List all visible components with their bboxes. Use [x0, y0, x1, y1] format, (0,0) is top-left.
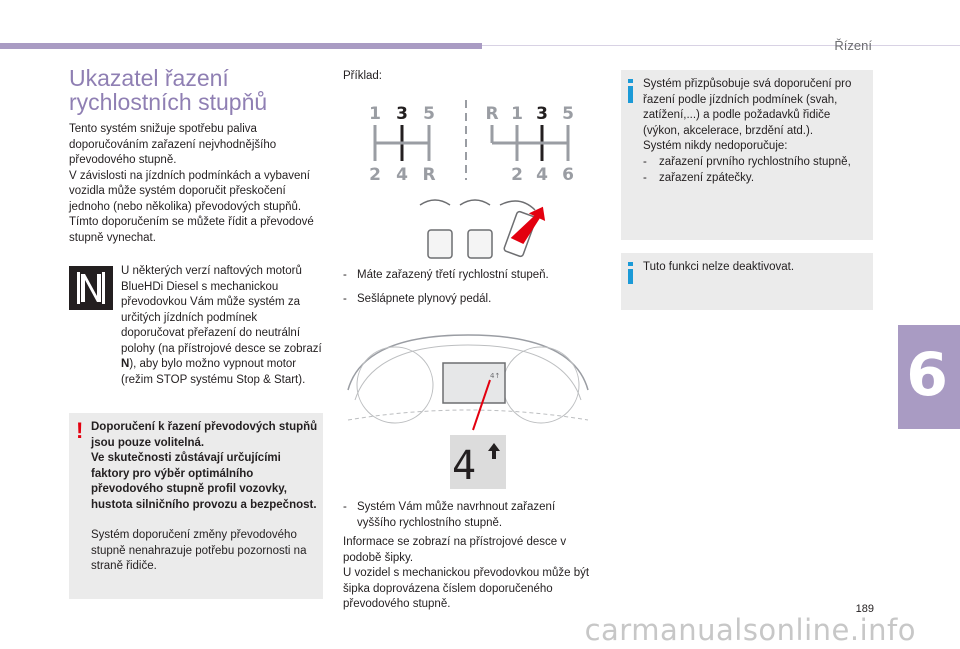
- gear-label: 5: [562, 104, 574, 124]
- page-number: 189: [855, 603, 874, 615]
- press-arrow-icon: [510, 206, 546, 244]
- upshift-arrow-icon: [488, 443, 500, 459]
- info-box-adaptive-list: zařazení prvního rychlostního stupně, za…: [643, 155, 869, 186]
- pedals: [419, 199, 537, 259]
- step-2: -Sešlápnete plynový pedál.: [343, 292, 491, 308]
- warning-text: Systém doporučení změny převodového stup…: [91, 529, 307, 572]
- info-box-deactivate: [621, 253, 873, 310]
- display-info-text: Informace se zobrazí na přístrojové desc…: [343, 536, 590, 610]
- neutral-n-icon: [69, 266, 113, 310]
- chapter-number: 6: [906, 340, 948, 410]
- gear-label: 6: [562, 165, 574, 185]
- gear-label: R: [422, 165, 435, 185]
- step-1: -Máte zařazený třetí rychlostní stupeň.: [343, 268, 549, 284]
- info-box-adaptive-text: Systém přizpůsobuje svá doporučení pro ř…: [643, 78, 852, 152]
- pointer-line: [472, 379, 491, 431]
- recommended-gear-digit: 4: [452, 443, 476, 489]
- warning-bold-text: Doporučení k řazení převodových stupňů j…: [91, 421, 318, 511]
- header-rule-thin: [482, 45, 960, 46]
- info-icon: [628, 79, 633, 103]
- instrument-panel-illustration: 4↑: [347, 334, 589, 431]
- warning-icon: !: [76, 418, 84, 443]
- neutral-text-2: ), aby bylo možno vypnout motor (režim S…: [121, 358, 306, 386]
- gear-label-active: 3: [396, 104, 408, 124]
- neutral-paragraph: U některých verzí naftových motorů BlueH…: [121, 264, 323, 388]
- neutral-text-1: U některých verzí naftových motorů BlueH…: [121, 265, 322, 355]
- watermark: carmanualsonline.info: [584, 613, 916, 647]
- title-line-2: rychlostních stupňů: [69, 89, 268, 115]
- gear-label: 2: [511, 165, 523, 185]
- neutral-text-bold: N: [121, 358, 130, 370]
- section-name: Řízení: [834, 38, 872, 53]
- title-line-1: Ukazatel řazení: [69, 65, 229, 91]
- step-2-text: Sešlápnete plynový pedál.: [357, 293, 492, 305]
- list-item: zařazení prvního rychlostního stupně,: [643, 155, 869, 171]
- warning-box: [69, 413, 323, 599]
- list-item: zařazení zpátečky.: [643, 171, 869, 187]
- step-1-text: Máte zařazený třetí rychlostní stupeň.: [357, 269, 549, 281]
- gear-pedal-illustration: 1 3 5 2 4 R R 1 3 5 2 4 6: [369, 100, 574, 259]
- header-rule: [0, 43, 482, 49]
- gearbox-6-speed: [490, 125, 570, 161]
- step-3: -Systém Vám může navrhnout zařazení vyšš…: [343, 500, 583, 531]
- gear-shift-symbol: 4: [450, 435, 506, 489]
- step-3-text: Systém Vám může navrhnout zařazení vyšší…: [357, 501, 556, 529]
- dash-display-text: 4↑: [490, 372, 500, 380]
- gear-label: 4: [536, 165, 548, 185]
- info-box-deactivate-text: Tuto funkci nelze deaktivovat.: [643, 261, 795, 273]
- intro-paragraph: Tento systém snižuje spotřebu paliva dop…: [69, 122, 324, 246]
- chapter-tab: [898, 325, 960, 429]
- gear-label: 4: [396, 165, 408, 185]
- gear-label-active: 3: [536, 104, 548, 124]
- example-label: Příklad:: [343, 70, 382, 82]
- info-icon: [628, 262, 633, 284]
- gear-label: 1: [511, 104, 523, 124]
- gearbox-5-speed: [373, 125, 431, 161]
- gear-label: 2: [369, 165, 381, 185]
- gear-label: 1: [369, 104, 381, 124]
- gear-label: 5: [423, 104, 435, 124]
- gear-label: R: [485, 104, 498, 124]
- intro-text: Tento systém snižuje spotřebu paliva dop…: [69, 123, 314, 244]
- page-title: Ukazatel řazení rychlostních stupňů: [69, 66, 267, 114]
